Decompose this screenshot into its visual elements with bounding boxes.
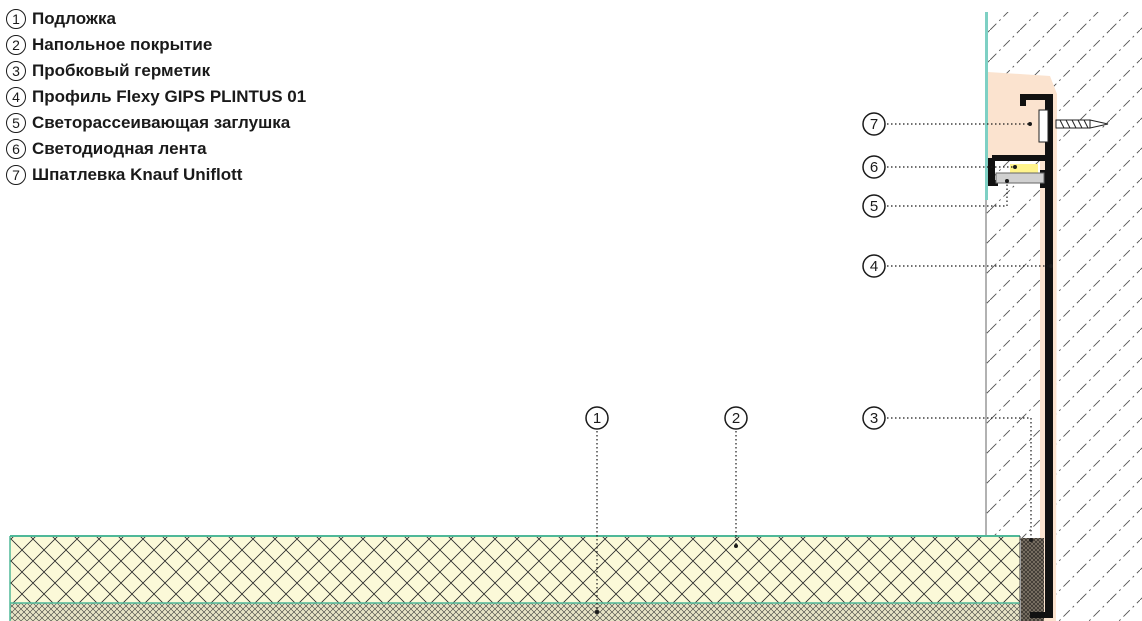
callout-6: 6 — [862, 155, 886, 179]
legend-label: Подложка — [32, 9, 116, 28]
svg-text:5: 5 — [870, 198, 878, 215]
underlay — [10, 603, 1020, 621]
legend-label: Светодиодная лента — [32, 139, 207, 158]
legend-number: 4 — [6, 87, 26, 107]
legend-label: Пробковый герметик — [32, 61, 211, 80]
svg-text:1: 1 — [593, 410, 601, 427]
callout-7: 7 — [862, 112, 886, 136]
legend-item-underlay: 1 Подложка — [6, 6, 306, 32]
svg-text:7: 7 — [870, 116, 878, 133]
callout-5: 5 — [862, 194, 886, 218]
callout-1: 1 — [585, 406, 609, 430]
legend-item-led-strip: 6 Светодиодная лента — [6, 136, 306, 162]
callout-4: 4 — [862, 254, 886, 278]
wall-glass-strip — [985, 12, 988, 200]
legend-item-putty: 7 Шпатлевка Knauf Uniflott — [6, 162, 306, 188]
legend-number: 7 — [6, 165, 26, 185]
legend-item-diffuser: 5 Светорассеивающая заглушка — [6, 110, 306, 136]
legend-label: Светорассеивающая заглушка — [32, 113, 291, 132]
screw-icon — [1038, 109, 1109, 143]
diffuser — [995, 172, 1045, 184]
legend-label: Напольное покрытие — [32, 35, 213, 54]
legend-number: 6 — [6, 139, 26, 159]
svg-text:6: 6 — [870, 159, 878, 176]
leader-lines — [596, 123, 1051, 612]
legend-number: 2 — [6, 35, 26, 55]
legend-item-profile: 4 Профиль Flexy GIPS PLINTUS 01 — [6, 84, 306, 110]
legend-number: 1 — [6, 9, 26, 29]
svg-text:4: 4 — [870, 258, 878, 275]
callout-2: 2 — [724, 406, 748, 430]
svg-text:2: 2 — [732, 410, 740, 427]
legend-item-floor-covering: 2 Напольное покрытие — [6, 32, 306, 58]
cork-sealant — [1021, 538, 1044, 621]
floor-covering — [10, 536, 1020, 603]
legend-number: 5 — [6, 113, 26, 133]
legend: 1 Подложка 2 Напольное покрытие 3 Пробковый… — [6, 6, 306, 188]
leader-dots — [595, 122, 1053, 614]
legend-label: Шпатлевка Knauf Uniflott — [32, 165, 243, 184]
callout-3: 3 — [862, 406, 886, 430]
svg-text:3: 3 — [870, 410, 878, 427]
legend-label: Профиль Flexy GIPS PLINTUS 01 — [32, 87, 307, 106]
legend-item-cork-sealant: 3 Пробковый герметик — [6, 58, 306, 84]
legend-number: 3 — [6, 61, 26, 81]
led-strip — [1010, 164, 1038, 173]
